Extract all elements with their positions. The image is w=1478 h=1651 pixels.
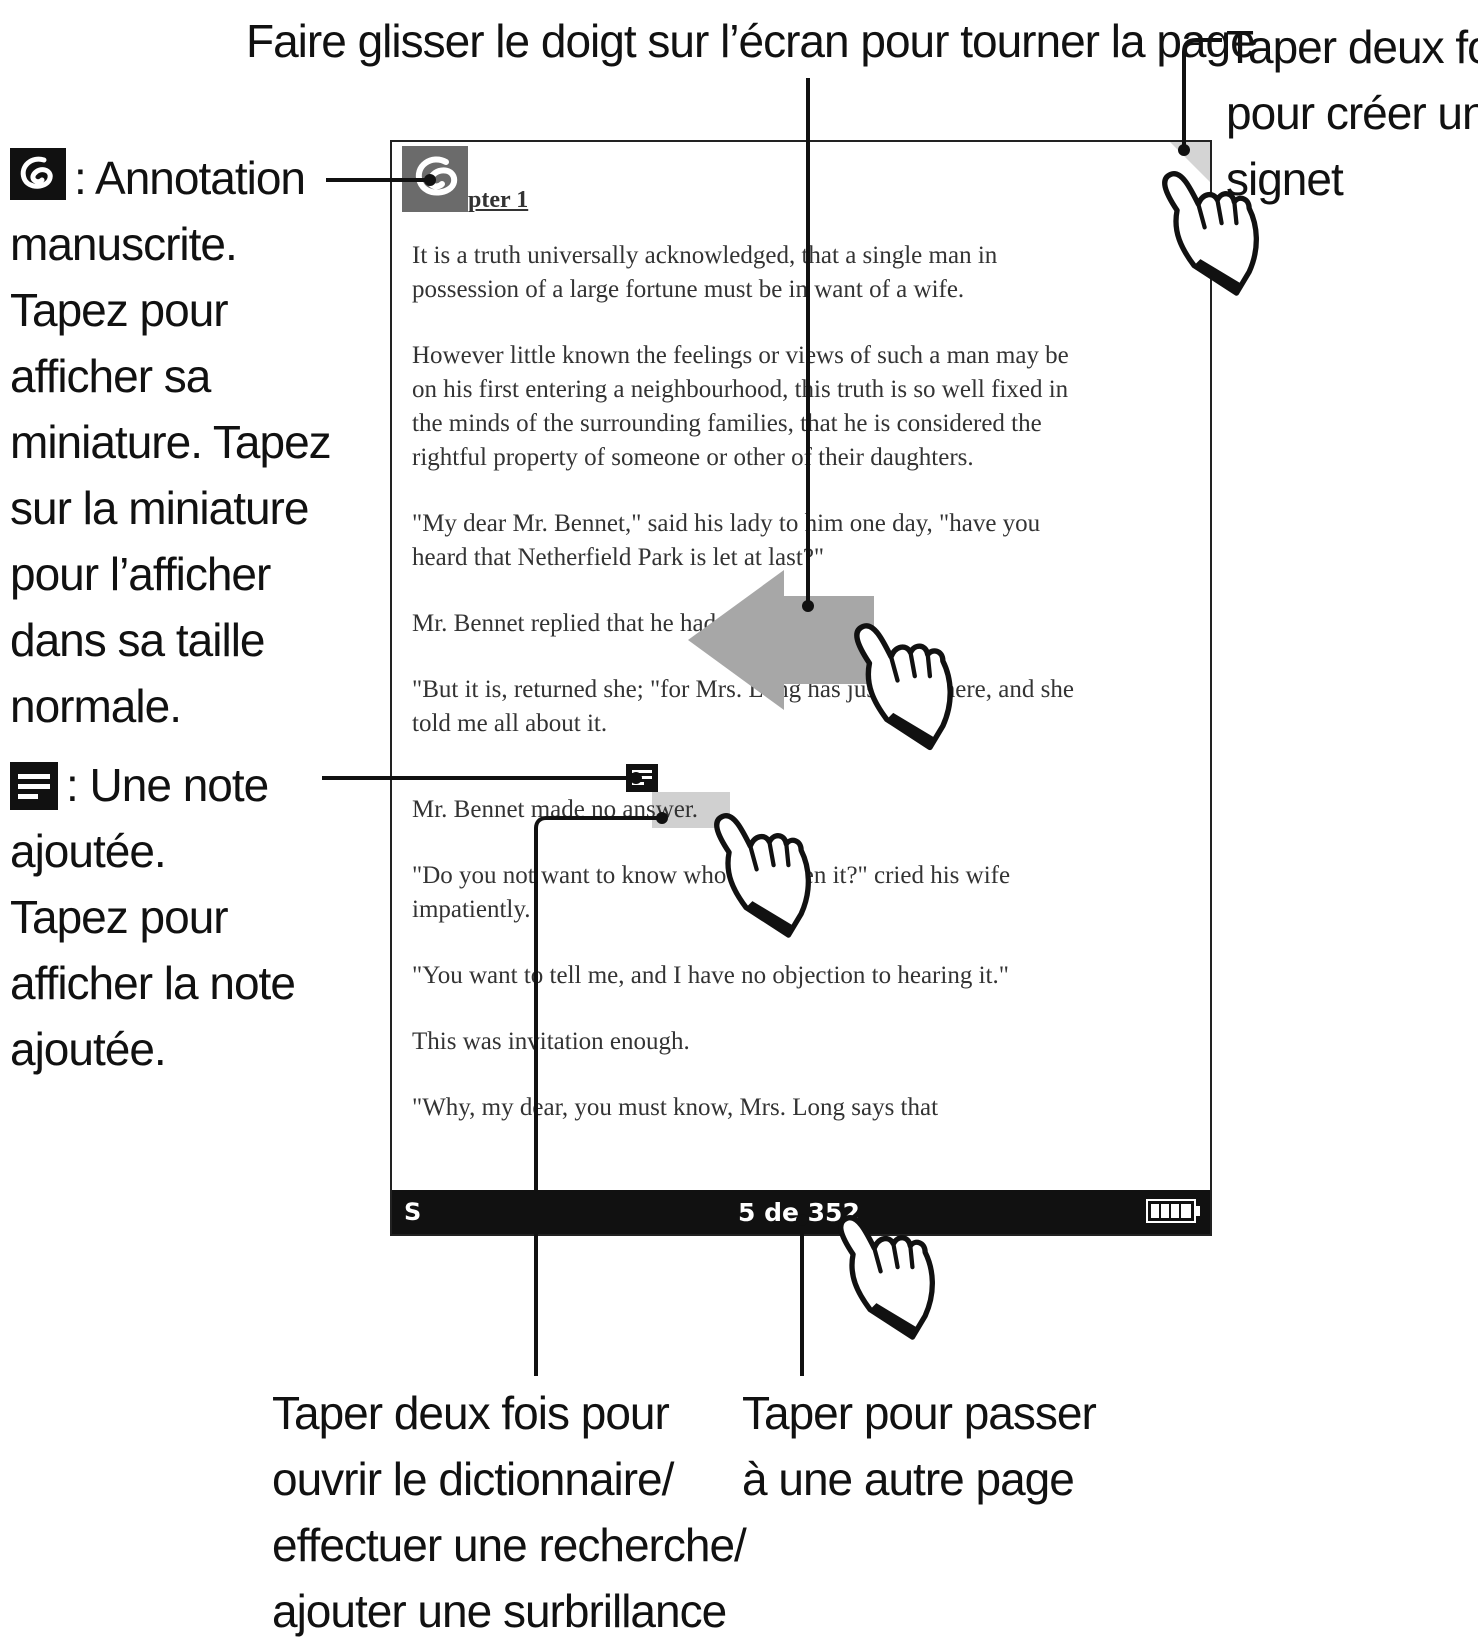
dictionary-callout: Taper deux fois pour ouvrir le dictionna… <box>272 1380 747 1644</box>
note-callout-line: ajoutée. <box>10 1023 167 1075</box>
bookmark-callout-line: Taper deux fois <box>1226 21 1478 73</box>
annotation-callout-line: normale. <box>10 680 182 732</box>
annotation-callout-line: manuscrite. <box>10 218 238 270</box>
book-text-line[interactable]: "But it is, returned she; "for Mrs. Long… <box>412 676 1074 703</box>
dictionary-callout-line: ouvrir le dictionnaire/ <box>272 1453 674 1505</box>
dictionary-callout-line: Taper deux fois pour <box>272 1387 670 1439</box>
annotation-callout-line: dans sa taille <box>10 614 265 666</box>
book-text-line[interactable]: "Why, my dear, you must know, Mrs. Long … <box>412 1094 939 1121</box>
book-text-line[interactable]: rightful property of someone or other of… <box>412 444 974 471</box>
annotation-callout: : Annotation manuscrite. Tapez pour affi… <box>10 145 332 739</box>
pointing-hand-icon <box>1165 174 1257 293</box>
page-jump-callout: Taper pour passer à une autre page <box>742 1380 1097 1512</box>
annotation-callout-line: miniature. Tapez <box>10 416 332 468</box>
dictionary-callout-line: ajouter une surbrillance <box>272 1585 727 1637</box>
annotation-callout-line: sur la miniature <box>10 482 309 534</box>
book-text-line[interactable]: "Do you not want to know who has taken i… <box>412 862 1011 889</box>
book-text-line[interactable]: impatiently. <box>412 896 531 923</box>
note-callout-line: : Une note <box>66 759 269 811</box>
book-text-line[interactable]: It is a truth universally acknowledged, … <box>412 242 998 269</box>
note-callout: : Une note ajoutée. Tapez pour afficher … <box>10 752 296 1082</box>
bookmark-callout-line: signet <box>1226 153 1344 205</box>
book-text-line[interactable]: the minds of the surrounding families, t… <box>412 410 1042 437</box>
annotation-callout-line: afficher sa <box>10 350 211 402</box>
book-text-line[interactable]: This was invitation enough. <box>412 1028 690 1055</box>
swipe-left-arrow-icon <box>688 570 874 710</box>
note-callout-line: ajoutée. <box>10 825 167 877</box>
note-callout-line: Tapez pour <box>10 891 229 943</box>
book-text-line[interactable]: "You want to tell me, and I have no obje… <box>412 962 1009 989</box>
book-text-line[interactable]: told me all about it. <box>412 710 608 737</box>
annotation-callout-line: pour l’afficher <box>10 548 271 600</box>
page-jump-callout-line: Taper pour passer <box>742 1387 1097 1439</box>
page-jump-callout-line: à une autre page <box>742 1453 1075 1505</box>
book-text-line[interactable]: "My dear Mr. Bennet," said his lady to h… <box>412 510 1041 537</box>
annotation-callout-line: Tapez pour <box>10 284 229 336</box>
note-callout-line: afficher la note <box>10 957 296 1009</box>
book-text-line[interactable]: heard that Netherfield Park is let at la… <box>412 544 825 571</box>
book-text-line[interactable]: However little known the feelings or vie… <box>412 342 1069 369</box>
status-left-label: S <box>404 1198 422 1226</box>
swipe-callout-text: Faire glisser le doigt sur l’écran pour … <box>246 15 1256 67</box>
book-text-line[interactable]: possession of a large fortune must be in… <box>412 276 965 303</box>
book-text-line[interactable]: on his first entering a neighbourhood, t… <box>412 376 1069 403</box>
annotation-legend-icon <box>10 148 66 200</box>
annotation-callout-line: : Annotation <box>74 152 306 204</box>
dictionary-callout-line: effectuer une recherche/ <box>272 1519 747 1571</box>
bookmark-callout-line: pour créer un <box>1226 87 1478 139</box>
swipe-callout: Faire glisser le doigt sur l’écran pour … <box>246 8 1256 74</box>
pointing-hand-icon <box>857 626 950 748</box>
pointing-hand-icon <box>717 816 809 935</box>
pointing-hand-icon <box>841 1218 933 1337</box>
bookmark-callout: Taper deux fois pour créer un signet <box>1226 14 1478 212</box>
note-legend-icon <box>10 762 58 810</box>
chapter-heading: pter 1 <box>468 187 529 213</box>
battery-icon <box>1146 1199 1202 1223</box>
